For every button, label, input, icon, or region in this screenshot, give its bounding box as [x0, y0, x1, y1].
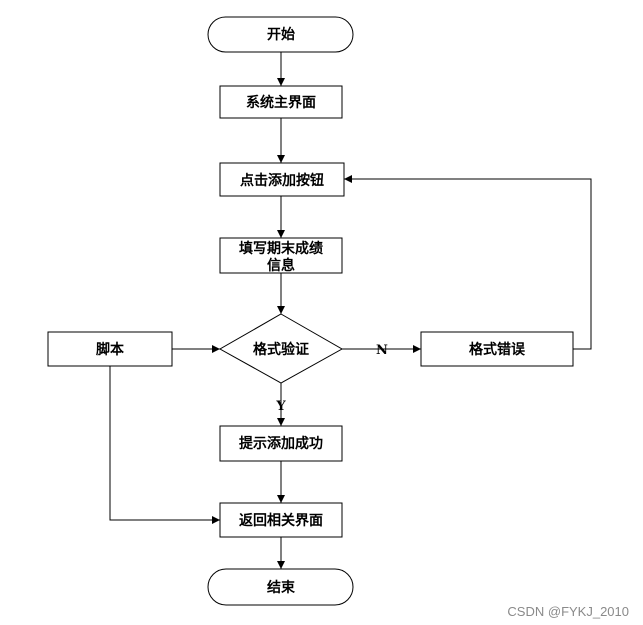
start-label: 开始 [267, 26, 295, 43]
fill-info-label-line1: 填写期末成绩 [239, 240, 323, 257]
edge-label-yes: Y [275, 399, 286, 414]
watermark: CSDN @FYKJ_2010 [507, 604, 629, 619]
edge-error-back-to-click-add [344, 175, 592, 350]
format-check-label: 格式验证 [253, 341, 309, 358]
edges [109, 52, 592, 569]
add-success-node: 提示添加成功 [219, 425, 343, 462]
main-ui-label: 系统主界面 [246, 94, 316, 111]
fill-info-label-line2: 信息 [267, 257, 295, 274]
format-error-label: 格式错误 [469, 341, 526, 358]
script-label: 脚本 [96, 341, 125, 358]
fill-info-node: 填写期末成绩 信息 [219, 237, 343, 274]
return-page-node: 返回相关界面 [219, 502, 343, 538]
format-error-node: 格式错误 [420, 331, 574, 367]
edge-label-no: N [376, 343, 388, 358]
start-node: 开始 [207, 16, 354, 53]
end-node: 结束 [207, 568, 354, 606]
script-node: 脚本 [47, 331, 173, 367]
edge-script-to-return [109, 366, 220, 524]
click-add-node: 点击添加按钮 [219, 162, 345, 197]
main-ui-node: 系统主界面 [219, 85, 343, 119]
format-check-node: 格式验证 [218, 313, 344, 384]
end-label: 结束 [267, 579, 296, 596]
add-success-label: 提示添加成功 [239, 435, 323, 452]
return-page-label: 返回相关界面 [239, 512, 323, 529]
click-add-label: 点击添加按钮 [240, 172, 324, 189]
